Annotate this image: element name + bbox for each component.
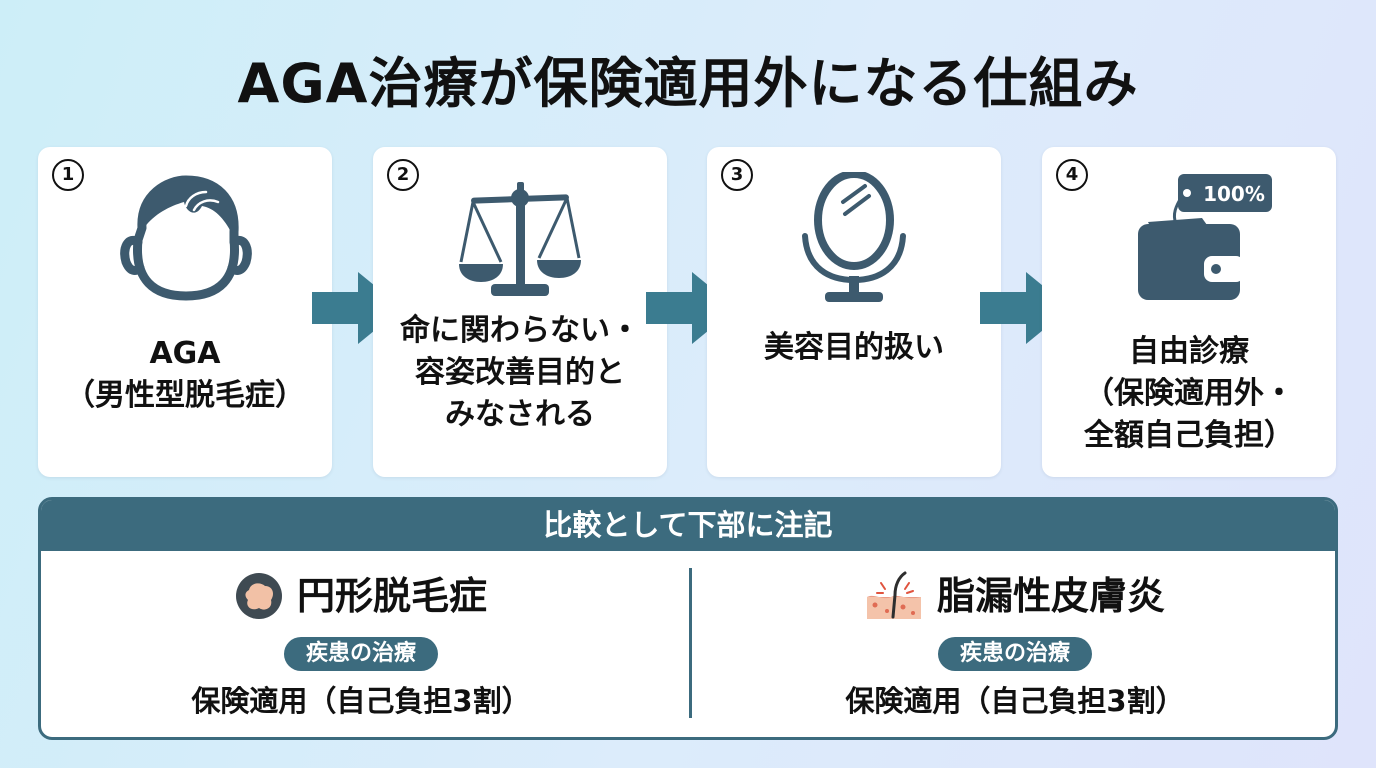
comparison-item-2: 脂漏性皮膚炎 疾患の治療 保険適用（自己負担3割） — [695, 551, 1335, 737]
insurance-text-2: 保険適用（自己負担3割） — [845, 684, 1185, 718]
step-number-1: 1 — [52, 159, 84, 191]
page-title: AGA治療が保険適用外になる仕組み — [237, 52, 1139, 115]
step-label-2: 命に関わらない・ 容姿改善目的と みなされる — [400, 313, 640, 432]
step-number-2: 2 — [387, 159, 419, 191]
step-label-1: AGA （男性型脱毛症） — [65, 336, 305, 413]
step-card-1: 1 AGA （男性型脱毛症） — [38, 147, 332, 477]
skin-inflammation-icon — [866, 571, 921, 619]
step-card-2: 2 命に関わらない・ 容姿改善目的と みなされる — [373, 147, 667, 477]
treatment-badge-2: 疾患の治療 — [937, 637, 1093, 671]
step-label-3: 美容目的扱い — [764, 330, 944, 365]
insurance-text-1: 保険適用（自己負担3割） — [191, 684, 531, 718]
condition-name-2: 脂漏性皮膚炎 — [936, 574, 1165, 618]
step-number-4: 4 — [1056, 159, 1088, 191]
condition-name-1: 円形脱毛症 — [296, 574, 487, 618]
divider — [689, 568, 692, 718]
head-icon — [120, 175, 252, 301]
scale-icon — [459, 182, 581, 296]
treatment-badge-1: 疾患の治療 — [283, 637, 439, 671]
comparison-panel: 比較として下部に注記 円形脱毛症 疾患の治療 保険適用（自己負担3割） — [38, 497, 1338, 740]
step-number-3: 3 — [721, 159, 753, 191]
mirror-icon — [802, 172, 906, 302]
step-label-4: 自由診療 （保険適用外・ 全額自己負担） — [1084, 334, 1294, 453]
wallet-icon: 100% — [1138, 174, 1272, 300]
step-card-4: 4 100% 自由診療 （保険適用外・ 全額自己負担） — [1042, 147, 1336, 477]
bald-patch-icon — [235, 573, 282, 619]
price-tag-text: 100% — [1203, 182, 1265, 206]
comparison-item-1: 円形脱毛症 疾患の治療 保険適用（自己負担3割） — [41, 551, 681, 737]
step-card-3: 3 美容目的扱い — [707, 147, 1001, 477]
comparison-header: 比較として下部に注記 — [41, 500, 1335, 551]
